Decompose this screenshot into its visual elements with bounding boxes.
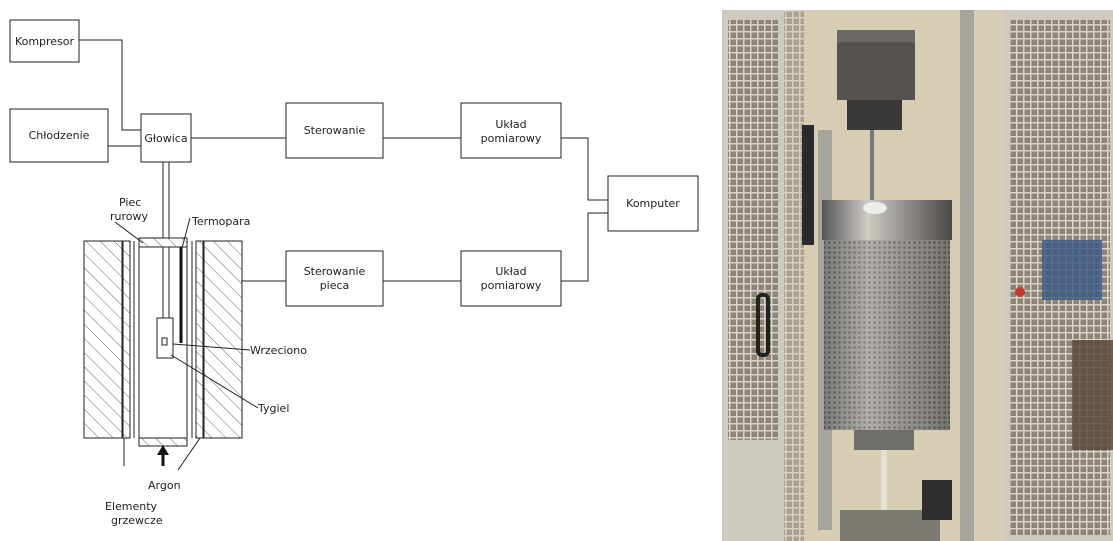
box-komputer-label: Komputer (626, 197, 680, 210)
box-sterowanie-pieca-line1: Sterowanie (304, 265, 366, 278)
left-door-mesh (728, 20, 778, 440)
electrical-panel (1042, 240, 1102, 300)
box-uklad-pomiarowy-1: Układ pomiarowy (461, 103, 561, 158)
box-sterowanie-label: Sterowanie (304, 124, 366, 137)
label-piec: Piec (119, 196, 141, 209)
emergency-button (1015, 287, 1025, 297)
box-glowica-label: Głowica (144, 132, 187, 145)
bracket-black (802, 125, 814, 245)
tube-furnace (84, 238, 242, 466)
label-rurowy: rurowy (110, 210, 149, 223)
box-chlodzenie-label: Chłodzenie (29, 129, 90, 142)
measurement-setup-diagram: Kompresor Chłodzenie Głowica Sterowanie … (0, 0, 700, 541)
label-argon: Argon (148, 479, 181, 492)
box-chlodzenie: Chłodzenie (10, 109, 108, 162)
box-uklad-pomiarowy-2-line2: pomiarowy (481, 279, 542, 292)
heating-element-left (123, 241, 130, 438)
box-sterowanie: Sterowanie (286, 103, 383, 158)
box-kompresor-label: Kompresor (15, 35, 75, 48)
box-uklad-pomiarowy-1-line2: pomiarowy (481, 132, 542, 145)
furnace-top-plug (139, 238, 187, 247)
furnace-top (822, 200, 952, 240)
label-elementy: Elementy (105, 500, 158, 513)
box-glowica: Głowica (141, 114, 191, 162)
box-komputer: Komputer (608, 176, 698, 231)
box-sterowanie-pieca: Sterowanie pieca (286, 251, 383, 306)
label-termopara: Termopara (191, 215, 250, 228)
furnace-wall-left (84, 241, 122, 438)
box-uklad-pomiarowy-1-line1: Układ (495, 118, 526, 131)
sample (162, 338, 167, 345)
box-uklad-pomiarowy-2: Układ pomiarowy (461, 251, 561, 306)
box-sterowanie-pieca-line2: pieca (320, 279, 350, 292)
box-kompresor: Kompresor (10, 20, 79, 62)
furnace-bottom-plug (139, 438, 187, 446)
rail-right (960, 10, 974, 541)
heating-element-right (196, 241, 203, 438)
label-wrzeciono: Wrzeciono (250, 344, 307, 357)
label-grzewcze: grzewcze (111, 514, 163, 527)
label-tygiel: Tygiel (257, 402, 289, 415)
furnace-wall-right (204, 241, 242, 438)
apparatus-photo (722, 10, 1113, 541)
box-uklad-pomiarowy-2-line1: Układ (495, 265, 526, 278)
